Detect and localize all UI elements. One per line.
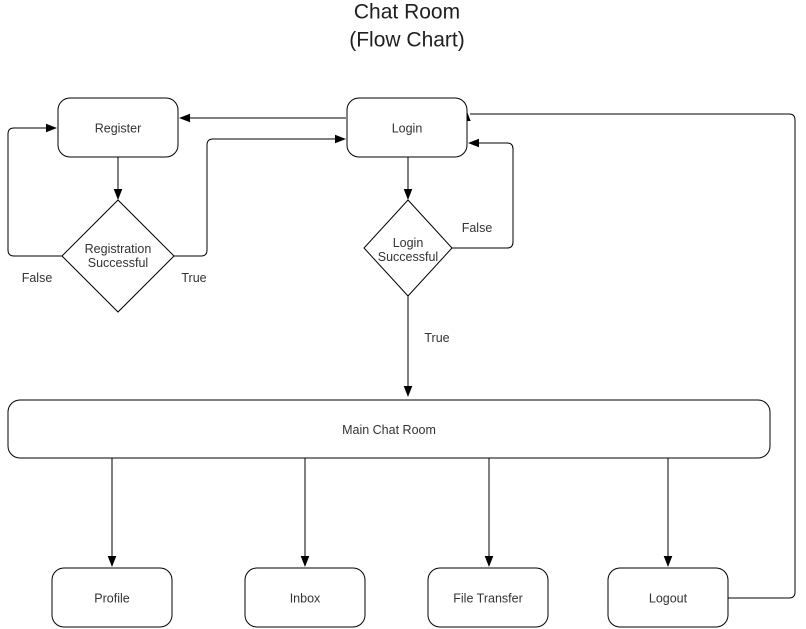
node-registration-decision-label-line2: Successful	[88, 256, 148, 270]
node-register-label: Register	[95, 122, 142, 136]
edge-logout-to-login-loop	[461, 109, 796, 599]
diagram-title-line2: (Flow Chart)	[349, 29, 465, 52]
node-registration-decision: Registration Successful	[61, 199, 175, 313]
edge-login-to-register	[179, 113, 346, 123]
arrowhead-into-register-left	[46, 123, 57, 133]
node-logout: Logout	[607, 567, 729, 628]
node-register: Register	[57, 97, 179, 158]
edge-label-registration-true: True	[181, 271, 206, 285]
arrowhead-into-logout	[663, 556, 673, 567]
edge-main-to-profile	[107, 458, 117, 567]
arrowhead-into-login-left	[335, 134, 346, 144]
edge-registration-true-to-login	[174, 134, 346, 257]
edge-label-registration-false: False	[22, 271, 53, 285]
node-main-chat-room-label: Main Chat Room	[342, 423, 436, 437]
node-file-transfer: File Transfer	[427, 567, 549, 628]
arrowhead-into-registration-decision	[113, 189, 123, 200]
edge-login-false-loop	[452, 138, 514, 249]
arrowhead-into-register-right	[179, 113, 190, 123]
arrowhead-into-file-transfer	[484, 556, 494, 567]
arrowhead-into-login-right	[468, 138, 479, 148]
node-registration-decision-label-line1: Registration	[85, 242, 152, 256]
node-inbox-label: Inbox	[290, 592, 321, 606]
node-login-decision-label-line2: Successful	[378, 250, 438, 264]
node-login-decision-label-line1: Login	[393, 236, 424, 250]
node-profile-label: Profile	[94, 592, 129, 606]
diagram-title: Chat Room (Flow Chart)	[349, 1, 465, 52]
edge-registration-false-loop	[7, 123, 62, 257]
node-inbox: Inbox	[244, 567, 366, 628]
arrowhead-into-login-decision	[403, 189, 413, 200]
node-logout-label: Logout	[649, 592, 688, 606]
edge-label-login-false: False	[462, 221, 493, 235]
node-login-decision: Login Successful	[363, 199, 453, 297]
edge-login-to-decision	[403, 157, 413, 200]
arrowhead-into-inbox	[300, 556, 310, 567]
node-login: Login	[346, 97, 468, 158]
arrowhead-into-profile	[107, 556, 117, 567]
node-login-label: Login	[392, 122, 423, 136]
node-profile: Profile	[51, 567, 173, 628]
edge-main-to-file-transfer	[484, 458, 494, 567]
edge-login-true-to-main	[403, 296, 413, 397]
edge-register-to-decision	[113, 157, 123, 200]
edge-label-login-true: True	[424, 331, 449, 345]
node-file-transfer-label: File Transfer	[453, 592, 522, 606]
diagram-title-line1: Chat Room	[354, 1, 460, 24]
arrowhead-into-main-chat-room	[403, 386, 413, 397]
edge-main-to-inbox	[300, 458, 310, 567]
node-main-chat-room: Main Chat Room	[7, 399, 771, 459]
edge-main-to-logout	[663, 458, 673, 567]
